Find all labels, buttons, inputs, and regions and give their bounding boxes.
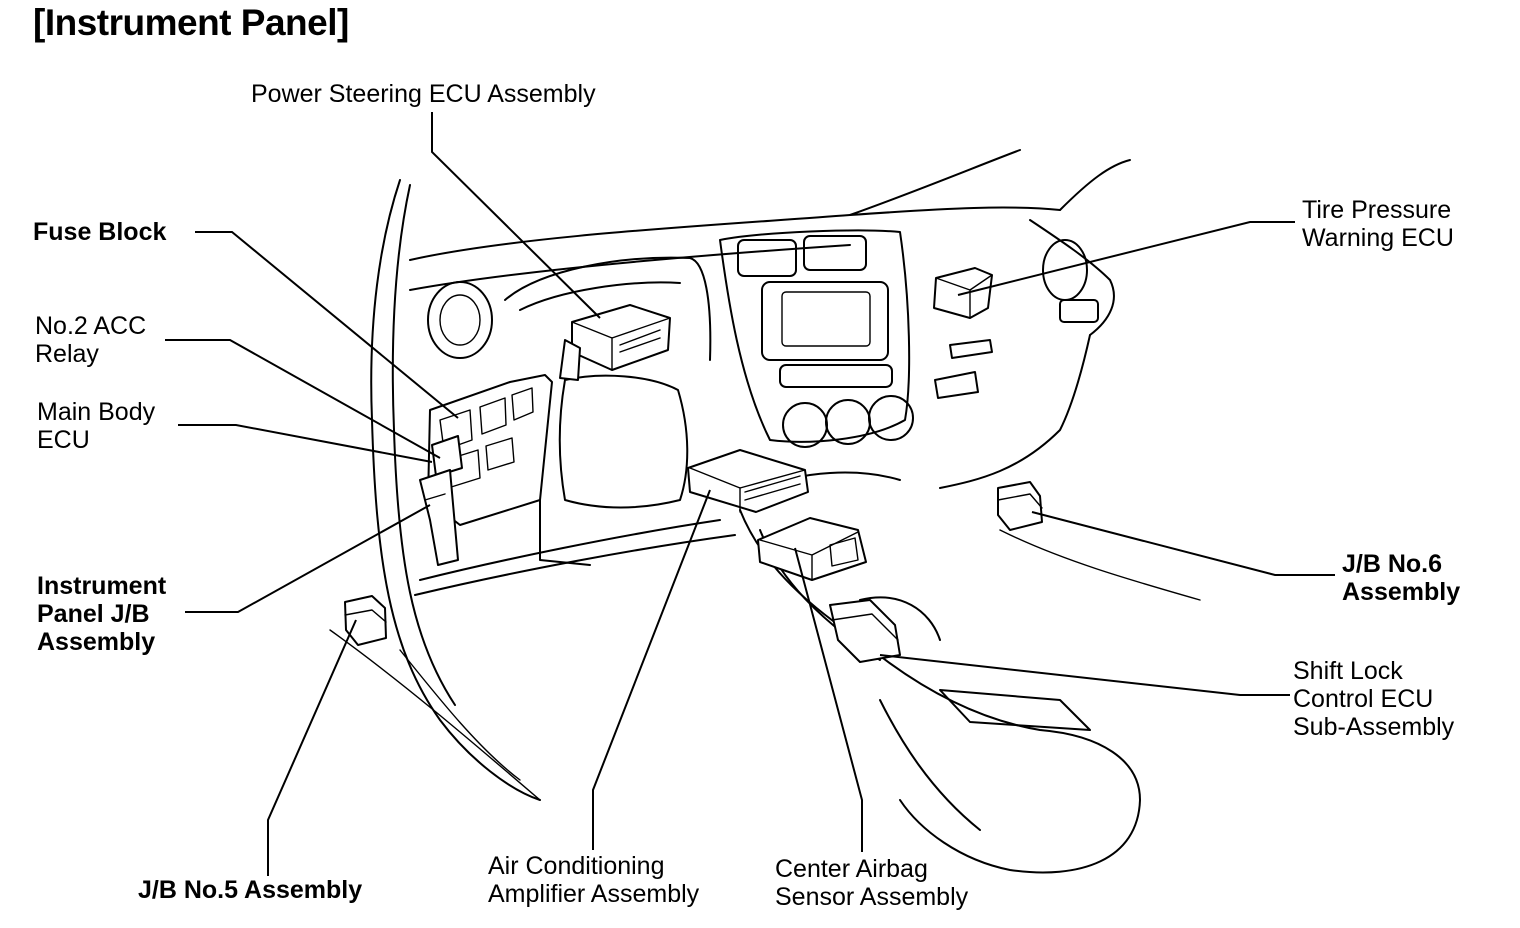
label-main-body-ecu: Main Body ECU <box>37 398 156 454</box>
jb5-part <box>344 595 387 646</box>
leader-main-body-ecu <box>178 424 433 463</box>
label-center-airbag: Center Airbag Sensor Assembly <box>775 855 969 911</box>
power-steering-ecu <box>559 304 671 381</box>
leader-air-conditioning <box>592 489 711 850</box>
label-jb5: J/B No.5 Assembly <box>138 876 363 904</box>
leader-power-steering <box>431 112 601 319</box>
leader-instrument-panel-jb <box>185 504 431 613</box>
label-power-steering: Power Steering ECU Assembly <box>251 80 596 108</box>
leader-tire-pressure <box>957 221 1295 296</box>
shift-lock-ecu <box>829 599 901 663</box>
label-instrument-panel-jb: Instrument Panel J/B Assembly <box>37 572 167 656</box>
label-air-conditioning: Air Conditioning Amplifier Assembly <box>488 852 700 908</box>
air-conditioning-amplifier <box>687 449 809 513</box>
leader-jb6 <box>1031 511 1335 576</box>
label-shift-lock: Shift Lock Control ECU Sub-Assembly <box>1293 657 1455 741</box>
dashboard-outline <box>329 149 1201 874</box>
jb6-part <box>997 481 1043 531</box>
label-acc-relay: No.2 ACC Relay <box>35 312 147 368</box>
leader-acc-relay <box>165 339 441 459</box>
leader-shift-lock <box>879 654 1290 696</box>
label-fuse-block: Fuse Block <box>33 218 167 246</box>
instrument-panel-jb-part <box>419 469 459 566</box>
leader-jb5 <box>267 619 357 876</box>
label-tire-pressure: Tire Pressure Warning ECU <box>1302 196 1454 252</box>
diagram-title: [Instrument Panel] <box>33 2 349 43</box>
leader-lines <box>165 112 1335 876</box>
center-airbag-sensor <box>757 517 867 581</box>
label-jb6: J/B No.6 Assembly <box>1342 550 1461 606</box>
leader-fuse-block <box>195 231 459 419</box>
leader-center-airbag <box>794 547 863 852</box>
